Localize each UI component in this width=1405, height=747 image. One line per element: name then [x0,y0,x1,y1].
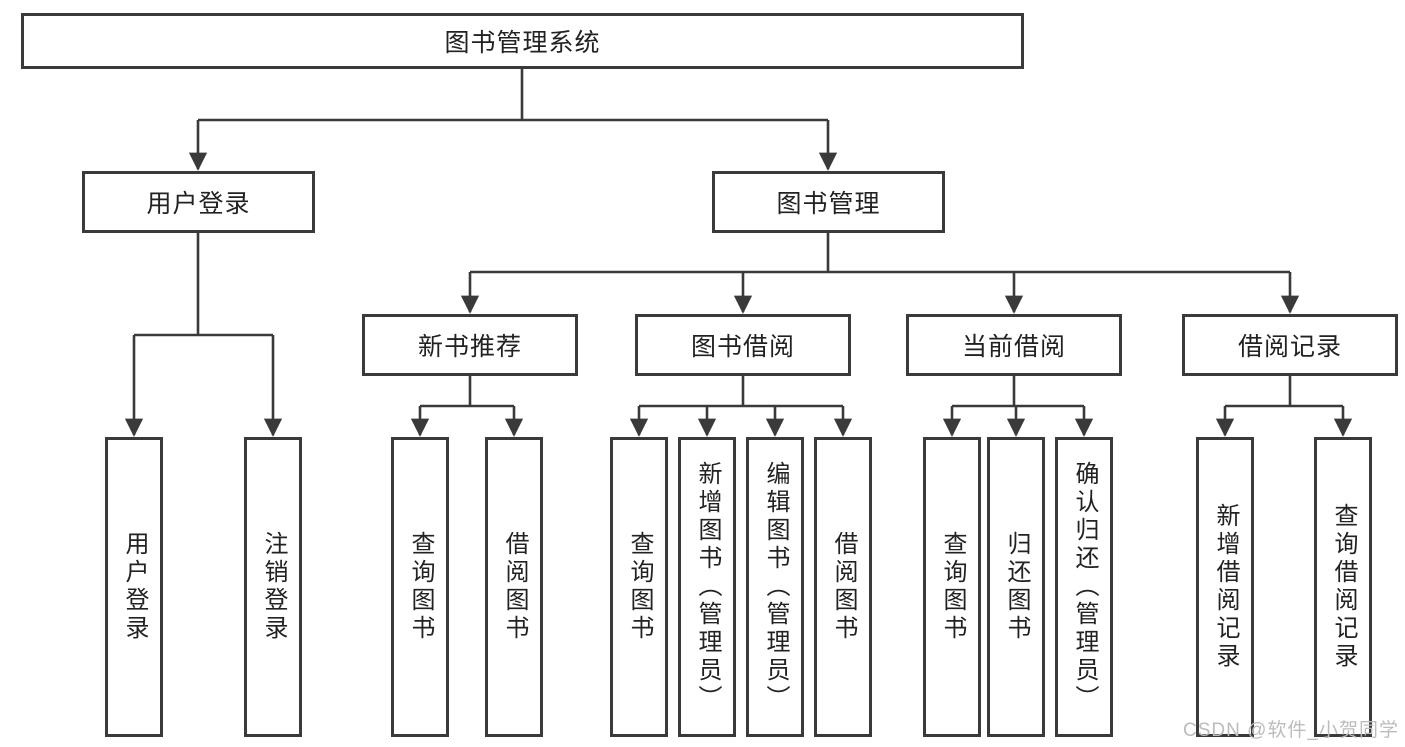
leaf-label: 确认归还（管理员） [1071,461,1098,713]
node-label: 图书管理 [776,190,881,218]
leaf-query-books-borrowing: 查询图书 [610,437,668,737]
leaf-label: 用户登录 [121,531,148,643]
leaf-user-login: 用户登录 [105,437,163,737]
leaf-add-books-admin: 新增图书（管理员） [678,437,736,737]
leaf-add-borrow-record: 新增借阅记录 [1196,437,1254,737]
node-book-borrowing: 图书借阅 [635,314,851,376]
leaf-label: 编辑图书（管理员） [762,461,789,713]
leaf-confirm-return-admin: 确认归还（管理员） [1055,437,1113,737]
leaf-label: 查询图书 [626,531,653,643]
leaf-label: 借阅图书 [830,531,857,643]
node-label: 借阅记录 [1237,333,1342,361]
leaf-edit-books-admin: 编辑图书（管理员） [746,437,804,737]
node-label: 新书推荐 [417,333,522,361]
csdn-watermark: CSDN @软件_小贺同学 [1183,720,1399,741]
node-label: 用户登录 [146,190,251,218]
leaf-return-books: 归还图书 [987,437,1045,737]
leaf-borrow-books-borrowing: 借阅图书 [814,437,872,737]
node-root-library-system: 图书管理系统 [21,13,1024,69]
leaf-query-books-recommend: 查询图书 [391,437,449,737]
leaf-logout-login: 注销登录 [244,437,302,737]
node-label: 图书借阅 [690,333,795,361]
node-user-login: 用户登录 [82,171,315,233]
node-new-book-recommend: 新书推荐 [362,314,578,376]
leaf-borrow-books-recommend: 借阅图书 [485,437,543,737]
leaf-label: 借阅图书 [501,531,528,643]
leaf-query-books-current: 查询图书 [923,437,981,737]
leaf-label: 归还图书 [1003,531,1030,643]
node-book-management: 图书管理 [712,171,945,233]
node-borrowing-records: 借阅记录 [1182,314,1398,376]
node-label: 当前借阅 [961,333,1066,361]
leaf-label: 查询图书 [939,531,966,643]
leaf-label: 新增图书（管理员） [694,461,721,713]
node-label: 图书管理系统 [444,29,601,57]
node-current-borrowing: 当前借阅 [906,314,1122,376]
leaf-label: 查询借阅记录 [1330,503,1357,671]
leaf-label: 注销登录 [260,531,287,643]
leaf-label: 查询图书 [407,531,434,643]
leaf-query-borrow-record: 查询借阅记录 [1314,437,1372,737]
leaf-label: 新增借阅记录 [1212,503,1239,671]
